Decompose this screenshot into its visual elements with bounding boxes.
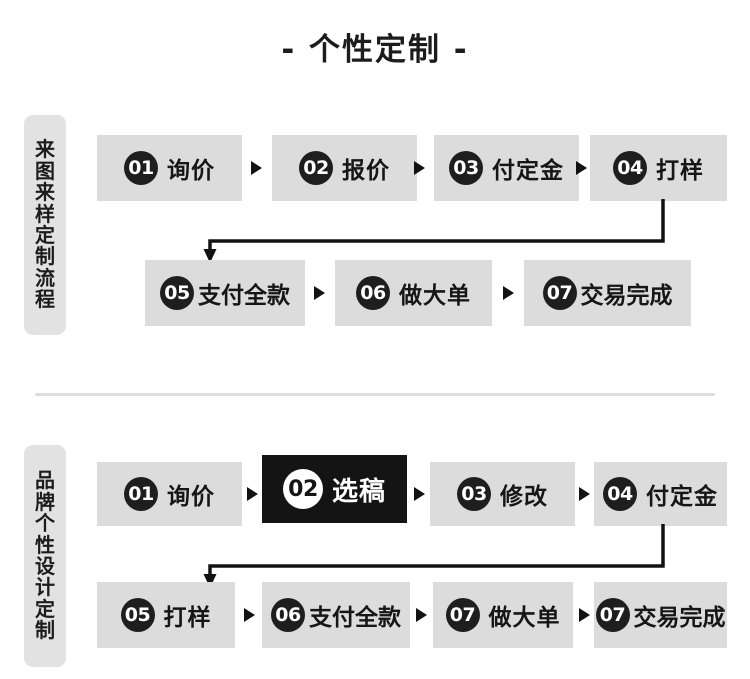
step-label: 支付全款 (309, 605, 401, 631)
step-number-badge: 04 (613, 151, 647, 185)
side-label-char: 品 (35, 468, 55, 493)
step-label: 交易完成 (580, 283, 673, 309)
side-label-char: 定 (35, 596, 55, 621)
step-number-badge: 03 (449, 151, 483, 185)
step-box-s2r2-07b[interactable]: 07 交易完成 (594, 582, 727, 648)
step-box-s1r1-02[interactable]: 02 报价 (272, 135, 417, 201)
flow-section-1: 来 图 来 样 定 制 流 程 01 询价 02 报价 03 付定金 04 打样… (0, 115, 750, 345)
step-number-badge: 01 (124, 151, 158, 185)
step-number-badge: 06 (271, 598, 305, 632)
step-label: 做大单 (488, 605, 561, 631)
step-box-s2r1-02-highlighted[interactable]: 02 选稿 (262, 455, 407, 523)
step-number-badge: 06 (356, 276, 390, 310)
side-label-char: 个 (35, 511, 55, 536)
arrow-right-icon (579, 608, 590, 622)
step-label: 做大单 (399, 283, 471, 309)
side-label-char: 流 (35, 265, 55, 290)
side-label-char: 图 (35, 158, 55, 183)
arrow-right-icon (244, 608, 255, 622)
side-label-char: 样 (35, 201, 55, 226)
page-title: - 个性定制 - (281, 32, 469, 68)
flow-section-2: 品 牌 个 性 设 计 定 制 01 询价 02 选稿 03 修改 04 付定金… (0, 440, 750, 670)
step-number-badge: 02 (299, 151, 333, 185)
step-number-badge: 07 (445, 598, 480, 632)
step-label: 支付全款 (198, 283, 290, 309)
step-number-badge: 05 (120, 598, 155, 632)
arrow-right-icon (314, 286, 325, 300)
step-label: 报价 (342, 158, 390, 184)
arrow-right-icon (414, 161, 425, 175)
arrow-right-icon (576, 161, 587, 175)
side-label-char: 设 (35, 554, 55, 578)
step-label: 修改 (500, 484, 548, 510)
arrow-right-icon (247, 487, 258, 501)
section-2-side-label: 品 牌 个 性 设 计 定 制 (24, 445, 66, 667)
side-label-char: 来 (35, 180, 55, 205)
side-label-char: 牌 (35, 489, 55, 514)
step-box-s2r1-03[interactable]: 03 修改 (430, 462, 575, 526)
step-box-s1r1-04[interactable]: 04 打样 (590, 135, 727, 201)
side-label-char: 制 (35, 618, 55, 643)
step-box-s2r1-04[interactable]: 04 付定金 (594, 462, 727, 526)
arrow-right-icon (416, 608, 427, 622)
side-label-char: 性 (35, 532, 55, 557)
step-number-badge: 02 (282, 469, 323, 509)
section-divider (35, 393, 715, 396)
step-label: 付定金 (646, 484, 718, 510)
side-label-char: 制 (35, 244, 55, 269)
step-number-badge: 07 (595, 598, 630, 632)
step-number-badge: 03 (457, 477, 491, 511)
step-box-s1r1-03[interactable]: 03 付定金 (434, 135, 579, 201)
step-label: 打样 (163, 605, 212, 631)
side-label-char: 程 (35, 287, 55, 312)
step-number-badge: 05 (160, 276, 194, 310)
step-box-s2r1-01[interactable]: 01 询价 (97, 462, 242, 526)
step-box-s1r2-05[interactable]: 05 支付全款 (145, 260, 305, 326)
step-box-s1r2-07[interactable]: 07 交易完成 (524, 260, 691, 326)
step-box-s1r2-06[interactable]: 06 做大单 (335, 260, 492, 326)
step-box-s2r2-07a[interactable]: 07 做大单 (433, 582, 573, 648)
flow-connector-s2 (200, 524, 670, 594)
step-label: 选稿 (331, 476, 386, 507)
step-box-s2r2-06[interactable]: 06 支付全款 (262, 582, 410, 648)
step-number-badge: 07 (542, 276, 577, 310)
step-box-s2r2-05[interactable]: 05 打样 (97, 582, 235, 648)
step-label: 打样 (656, 158, 704, 184)
arrow-right-icon (251, 161, 262, 175)
side-label-char: 来 (35, 137, 55, 162)
flow-connector-s1 (200, 199, 670, 269)
step-label: 询价 (167, 158, 215, 184)
step-label: 询价 (167, 484, 215, 510)
side-label-char: 计 (35, 575, 55, 600)
arrow-right-icon (414, 487, 425, 501)
step-label: 付定金 (492, 158, 564, 184)
side-label-char: 定 (35, 223, 55, 247)
step-label: 交易完成 (633, 605, 726, 631)
step-number-badge: 04 (603, 477, 637, 511)
section-1-side-label: 来 图 来 样 定 制 流 程 (24, 115, 66, 335)
step-box-s1r1-01[interactable]: 01 询价 (97, 135, 242, 201)
step-number-badge: 01 (124, 477, 158, 511)
arrow-right-icon (503, 286, 514, 300)
arrow-right-icon (579, 487, 590, 501)
